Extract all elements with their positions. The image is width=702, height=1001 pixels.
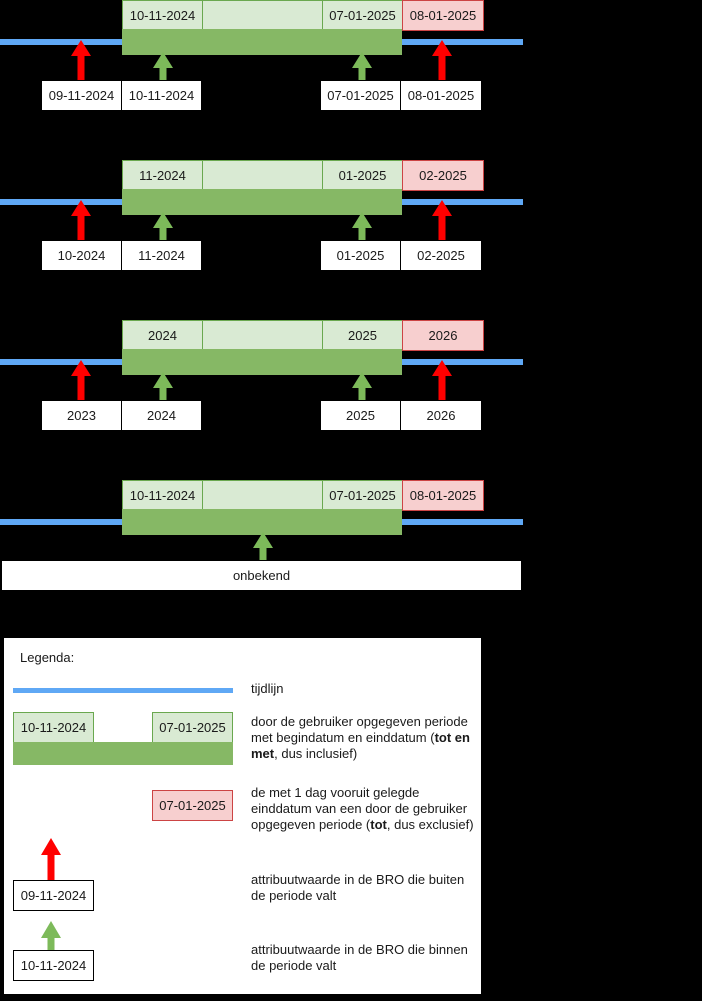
arrow-inside-end bbox=[351, 52, 373, 82]
timeline-group-year-precision: 2024 2025 2026 2023 2024 2025 2026 bbox=[0, 320, 702, 450]
period-bar bbox=[122, 349, 402, 375]
period-segment-middle bbox=[202, 320, 323, 351]
value-label-outside-left: 10-2024 bbox=[41, 240, 122, 271]
period-segment-end: 01-2025 bbox=[322, 160, 403, 191]
timeline-group-month-precision: 11-2024 01-2025 02-2025 10-2024 11-2024 … bbox=[0, 160, 702, 290]
legend-sample-outside: 09-11-2024 bbox=[13, 880, 94, 911]
legend-arrow-inside-icon bbox=[40, 921, 62, 963]
legend-sample-period-end: 07-01-2025 bbox=[152, 712, 233, 743]
legend-sample-period-bar bbox=[13, 742, 233, 765]
period-segment-middle bbox=[202, 0, 323, 31]
value-label-inside-start: 2024 bbox=[121, 400, 202, 431]
period-segment-start: 11-2024 bbox=[122, 160, 203, 191]
value-label-inside-end: 2025 bbox=[320, 400, 401, 431]
arrow-inside-end bbox=[351, 372, 373, 402]
legend-panel: Legenda: tijdlijn 10-11-2024 07-01-2025 … bbox=[3, 637, 482, 995]
arrow-outside-left bbox=[70, 40, 92, 82]
period-segment-exclusive-end: 2026 bbox=[402, 320, 484, 351]
period-segment-start: 10-11-2024 bbox=[122, 480, 203, 511]
period-segment-end: 2025 bbox=[322, 320, 403, 351]
legend-description-period: door de gebruiker opgegeven periode met … bbox=[251, 714, 479, 762]
period-segment-exclusive-end: 08-01-2025 bbox=[402, 480, 484, 511]
legend-description-outside: attribuutwaarde in de BRO die buiten de … bbox=[251, 872, 479, 904]
period-segment-end: 07-01-2025 bbox=[322, 480, 403, 511]
arrow-inside-start bbox=[152, 372, 174, 402]
legend-description-outside-text: attribuutwaarde in de BRO die buiten de … bbox=[251, 872, 465, 903]
value-label-outside-right: 02-2025 bbox=[400, 240, 482, 271]
timeline-group-unknown-precision: 10-11-2024 07-01-2025 08-01-2025 onbeken… bbox=[0, 480, 702, 600]
value-label-outside-right: 2026 bbox=[400, 400, 482, 431]
value-label-inside-end: 01-2025 bbox=[320, 240, 401, 271]
legend-description-inside: attribuutwaarde in de BRO die binnen de … bbox=[251, 942, 479, 974]
value-label-outside-left: 09-11-2024 bbox=[41, 80, 122, 111]
legend-title: Legenda: bbox=[20, 650, 75, 665]
value-label-unknown: onbekend bbox=[1, 560, 522, 591]
period-strip: 10-11-2024 07-01-2025 08-01-2025 bbox=[122, 480, 484, 511]
arrow-outside-right bbox=[431, 40, 453, 82]
legend-sample-inside: 10-11-2024 bbox=[13, 950, 94, 981]
arrow-outside-left bbox=[70, 200, 92, 242]
period-segment-start: 2024 bbox=[122, 320, 203, 351]
arrow-inside-end bbox=[351, 212, 373, 242]
legend-description-inside-text: attribuutwaarde in de BRO die binnen de … bbox=[251, 942, 468, 973]
legend-description-exclusive-text: de met 1 dag vooruit gelegde einddatum v… bbox=[251, 785, 474, 832]
period-segment-exclusive-end: 08-01-2025 bbox=[402, 0, 484, 31]
timeline-group-day-precision: 10-11-2024 07-01-2025 08-01-2025 09-11-2… bbox=[0, 0, 702, 130]
arrow-outside-right bbox=[431, 200, 453, 242]
period-segment-exclusive-end: 02-2025 bbox=[402, 160, 484, 191]
legend-sample-timeline bbox=[13, 688, 233, 693]
legend-sample-exclusive: 07-01-2025 bbox=[152, 790, 233, 821]
legend-description-exclusive: de met 1 dag vooruit gelegde einddatum v… bbox=[251, 785, 479, 833]
arrow-outside-left bbox=[70, 360, 92, 402]
legend-description-period-text: door de gebruiker opgegeven periode met … bbox=[251, 714, 470, 761]
period-strip: 2024 2025 2026 bbox=[122, 320, 484, 351]
period-segment-end: 07-01-2025 bbox=[322, 0, 403, 31]
arrow-inside-start bbox=[152, 52, 174, 82]
period-strip: 11-2024 01-2025 02-2025 bbox=[122, 160, 484, 191]
value-label-inside-start: 10-11-2024 bbox=[121, 80, 202, 111]
period-bar bbox=[122, 189, 402, 215]
legend-description-timeline-text: tijdlijn bbox=[251, 681, 284, 696]
period-bar bbox=[122, 509, 402, 535]
legend-arrow-outside-icon bbox=[40, 838, 62, 883]
legend-description-timeline: tijdlijn bbox=[251, 681, 476, 697]
arrow-outside-right bbox=[431, 360, 453, 402]
legend-sample-period-start: 10-11-2024 bbox=[13, 712, 94, 743]
period-segment-middle bbox=[202, 480, 323, 511]
arrow-inside-start bbox=[152, 212, 174, 242]
value-label-inside-start: 11-2024 bbox=[121, 240, 202, 271]
period-segment-middle bbox=[202, 160, 323, 191]
period-bar bbox=[122, 29, 402, 55]
value-label-outside-right: 08-01-2025 bbox=[400, 80, 482, 111]
period-strip: 10-11-2024 07-01-2025 08-01-2025 bbox=[122, 0, 484, 31]
value-label-outside-left: 2023 bbox=[41, 400, 122, 431]
period-segment-start: 10-11-2024 bbox=[122, 0, 203, 31]
value-label-inside-end: 07-01-2025 bbox=[320, 80, 401, 111]
arrow-inside-unknown bbox=[252, 532, 274, 562]
